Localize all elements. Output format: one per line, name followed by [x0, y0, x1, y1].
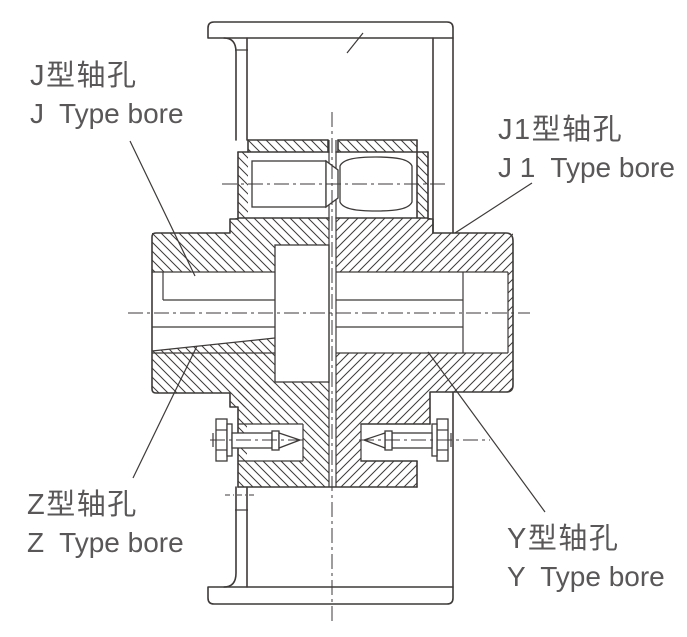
z-taper-bore-line	[151, 337, 276, 352]
leader-y-bore	[427, 351, 546, 513]
drum-bottom-rim	[207, 586, 454, 605]
label-z-type-bore: Z型轴孔 Z Type bore	[27, 487, 184, 560]
label-y-en: Y Type bore	[507, 560, 665, 592]
right-bolt	[359, 418, 490, 462]
label-y-zh: Y型轴孔	[507, 523, 620, 555]
drum-top-rim	[207, 21, 454, 39]
centerlines	[128, 112, 530, 623]
label-j-en: J Type bore	[30, 97, 184, 129]
label-y-type-bore: Y型轴孔 Y Type bore	[507, 521, 665, 594]
label-j-type-bore: J型轴孔 J Type bore	[30, 58, 184, 131]
drum-left-wall	[223, 37, 237, 141]
left-bolt	[210, 418, 305, 462]
label-j1-zh: J1型轴孔	[498, 114, 624, 146]
brake-drum	[207, 21, 454, 605]
elastic-sleeve-barrel	[339, 156, 413, 212]
label-j1-en: J 1 Type bore	[498, 151, 675, 183]
leader-j1-bore	[454, 182, 533, 234]
label-z-zh: Z型轴孔	[27, 489, 138, 521]
label-j-zh: J型轴孔	[30, 60, 138, 92]
left-coupling-half	[151, 139, 418, 488]
leader-j-bore	[129, 140, 196, 277]
label-j1-type-bore: J1型轴孔 J 1 Type bore	[498, 112, 675, 185]
leader-lines	[129, 140, 546, 513]
right-coupling-half	[328, 139, 514, 488]
label-z-en: Z Type bore	[27, 526, 184, 558]
leader-z-bore	[132, 345, 198, 479]
elastic-pin-sleeve-assembly	[222, 156, 445, 212]
